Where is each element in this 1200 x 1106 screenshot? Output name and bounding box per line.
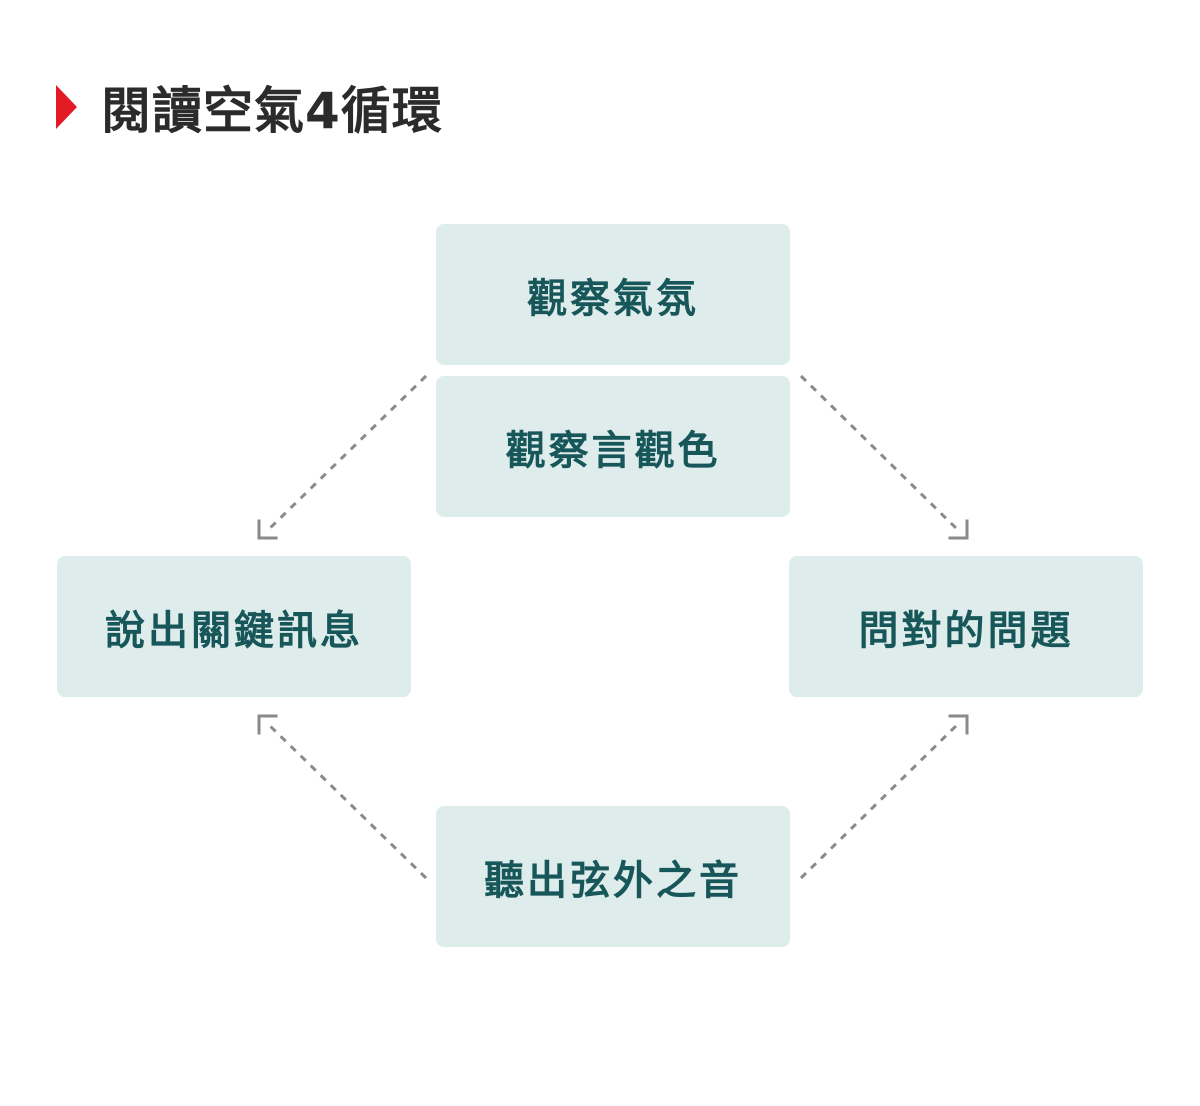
arrowhead-right-top (948, 519, 969, 540)
arrowhead-right-bottom (948, 714, 969, 735)
arrow-right-bottom-to-right (799, 720, 962, 880)
node-label: 觀察氣氛 (527, 275, 699, 322)
arrow-top-to-right (799, 374, 962, 534)
arrowhead-left-top (257, 519, 278, 540)
arrow-top-to-left (264, 374, 428, 534)
node-observe-atmosphere: 觀察氣氛 (436, 224, 790, 365)
node-hear-subtext: 聽出弦外之音 (436, 806, 790, 947)
node-observe-expression: 觀察言觀色 (436, 376, 790, 517)
title-text: 閱讀空氣4循環 (101, 82, 443, 140)
node-ask-right-question: 問對的問題 (789, 556, 1143, 697)
node-label: 觀察言觀色 (505, 427, 721, 474)
arrowhead-left-bottom (257, 714, 278, 735)
play-triangle-icon (56, 85, 77, 129)
diagram-title: 閱讀空氣4循環 (56, 72, 443, 142)
node-label: 問對的問題 (858, 607, 1074, 654)
arrow-bottom-to-left (264, 720, 428, 880)
node-say-key-message: 說出關鍵訊息 (57, 556, 411, 697)
node-label: 聽出弦外之音 (484, 857, 742, 904)
node-label: 說出關鍵訊息 (105, 607, 363, 654)
